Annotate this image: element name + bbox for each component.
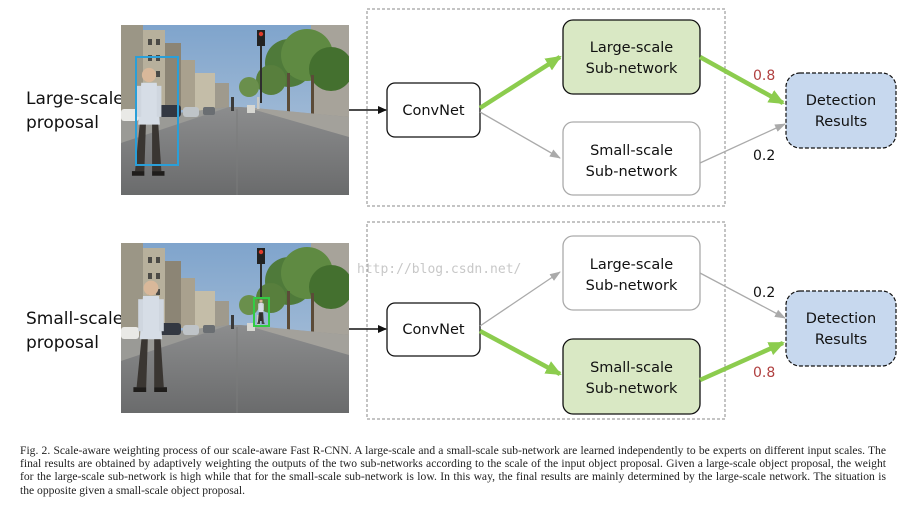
- bottom-large-subnetwork-line2: Sub-network: [586, 278, 678, 294]
- small-proposal-bounding-box: [253, 297, 270, 327]
- top-detection-results-box: [785, 72, 897, 149]
- top-small-subnetwork-line1: Small-scale: [590, 143, 673, 159]
- large-proposal-bounding-box: [135, 56, 179, 166]
- bottom-small-subnetwork-line2: Sub-network: [586, 381, 678, 397]
- top-proposal-label-line2: proposal: [26, 113, 99, 133]
- top-small-subnetwork-box: [562, 121, 701, 196]
- bottom-convnet-box: [386, 302, 481, 357]
- bottom-proposal-label: Small-scale proposal: [26, 307, 123, 355]
- bottom-network-frame: [366, 221, 726, 420]
- top-convnet-label: ConvNet: [402, 103, 465, 119]
- bottom-detection-line2: Results: [815, 332, 867, 348]
- bottom-small-subnetwork-box: [562, 338, 701, 415]
- top-large-subnetwork-line1: Large-scale: [590, 40, 673, 56]
- bottom-small-to-detection-arrow: [699, 340, 785, 383]
- bottom-panel: http://blog.csdn.net/ ConvNet Large-scal…: [121, 221, 897, 420]
- top-large-to-detection-arrow: [698, 55, 785, 105]
- top-proposal-label-line1: Large-scale: [26, 89, 124, 109]
- top-small-to-detection-arrow: [699, 123, 786, 164]
- top-convnet-box: [386, 82, 481, 138]
- top-convnet-to-large-arrow: [478, 55, 562, 110]
- top-convnet-to-small-arrow: [479, 111, 561, 159]
- top-small-subnetwork-line2: Sub-network: [586, 164, 678, 180]
- top-weight-large: 0.8: [753, 68, 775, 84]
- top-large-subnetwork-line2: Sub-network: [586, 61, 678, 77]
- bottom-convnet-to-small-arrow: [478, 329, 562, 376]
- bottom-detection-line1: Detection: [806, 311, 876, 327]
- bottom-convnet-label: ConvNet: [402, 322, 465, 338]
- top-proposal-label: Large-scale proposal: [26, 87, 124, 135]
- bottom-weight-large: 0.2: [753, 285, 775, 301]
- top-weight-small: 0.2: [753, 148, 775, 164]
- bottom-street-photo: [121, 243, 349, 413]
- watermark-text: http://blog.csdn.net/: [357, 262, 521, 277]
- figure-caption: Fig. 2. Scale-aware weighting process of…: [20, 444, 886, 497]
- top-detection-line1: Detection: [806, 93, 876, 109]
- top-street-photo: [121, 25, 349, 195]
- top-large-subnetwork-box: [562, 19, 701, 95]
- bottom-weight-small: 0.8: [753, 365, 775, 381]
- bottom-proposal-label-line2: proposal: [26, 333, 99, 353]
- top-network-frame: [366, 8, 726, 207]
- bottom-detection-results-box: [785, 290, 897, 367]
- top-panel: ConvNet Large-scale Sub-network Small-sc…: [121, 8, 897, 207]
- top-detection-line2: Results: [815, 114, 867, 130]
- bottom-proposal-label-line1: Small-scale: [26, 309, 124, 329]
- bottom-large-subnetwork-box: [562, 235, 701, 311]
- bottom-small-subnetwork-line1: Small-scale: [590, 360, 673, 376]
- bottom-large-to-detection-arrow: [699, 272, 786, 319]
- bottom-large-subnetwork-line1: Large-scale: [590, 257, 673, 273]
- bottom-convnet-to-large-arrow: [479, 271, 561, 327]
